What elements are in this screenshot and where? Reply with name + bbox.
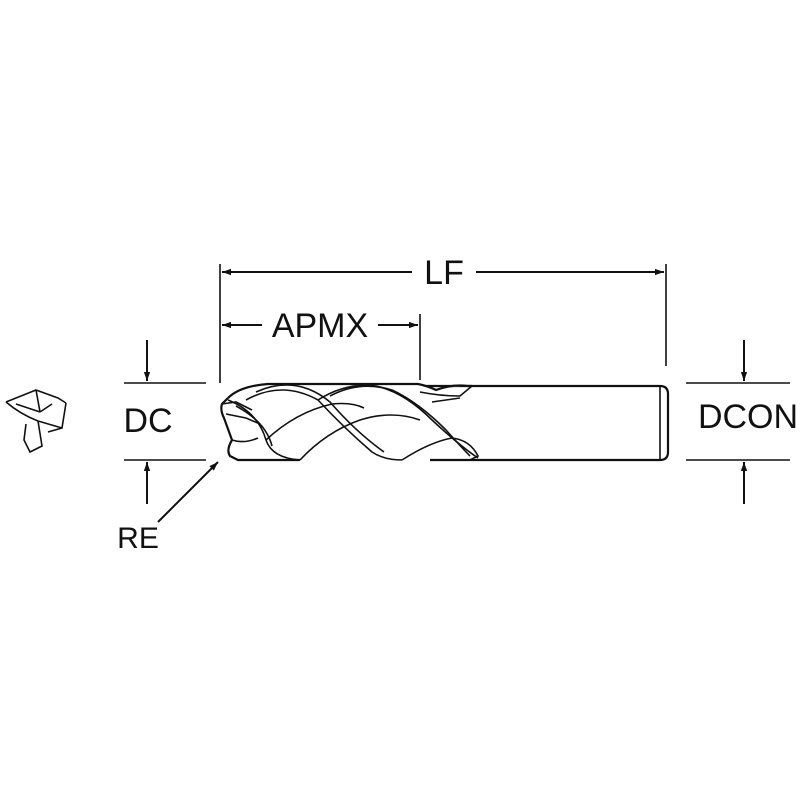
end-view-icon bbox=[5, 389, 67, 454]
apmx-dimension: APMX bbox=[222, 307, 421, 380]
dc-label: DC bbox=[123, 402, 172, 440]
re-label: RE bbox=[117, 522, 159, 555]
dcon-label: DCON bbox=[698, 398, 798, 436]
dcon-dimension: DCON bbox=[686, 340, 798, 504]
re-leader: RE bbox=[117, 461, 219, 555]
lf-label: LF bbox=[424, 254, 464, 292]
apmx-label: APMX bbox=[272, 307, 368, 345]
dc-dimension: DC bbox=[123, 340, 206, 504]
end-mill-body bbox=[220, 382, 670, 462]
lf-dimension: LF bbox=[219, 254, 667, 383]
